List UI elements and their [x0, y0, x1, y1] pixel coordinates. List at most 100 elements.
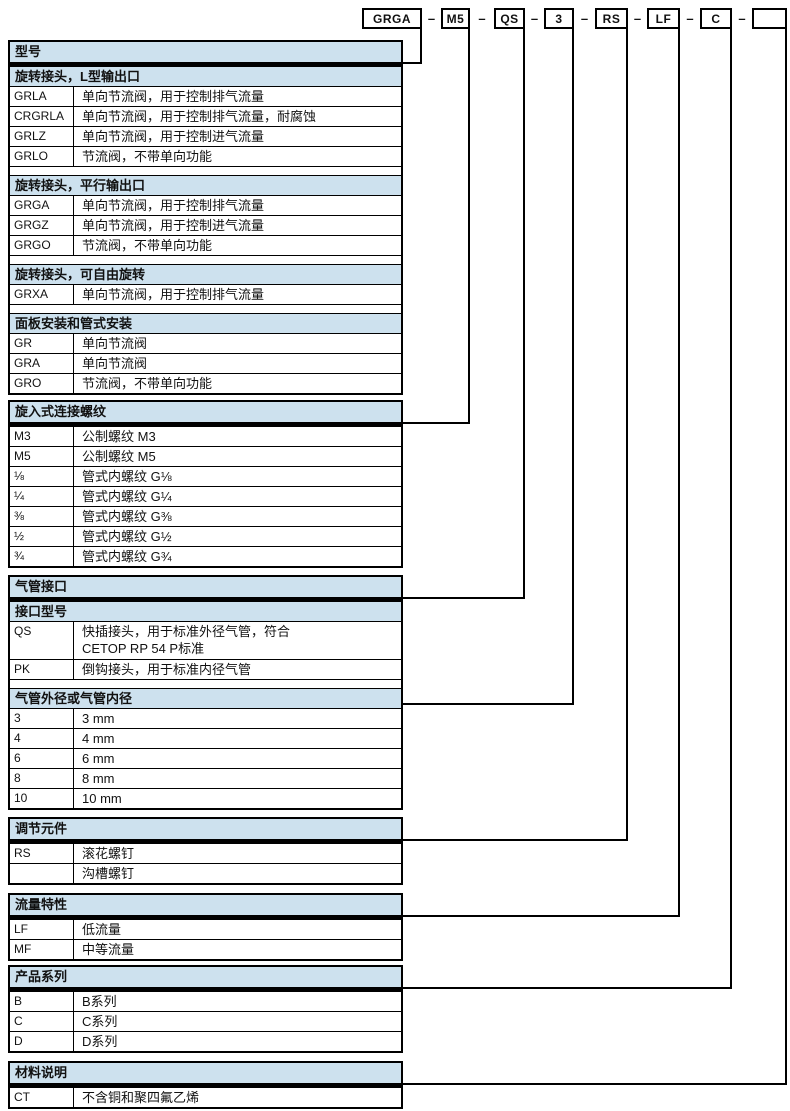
description-cell: 倒钩接头，用于标准内径气管: [82, 662, 252, 677]
section-header-bar: [10, 597, 401, 601]
code-cell: 4: [10, 729, 74, 748]
description-cell: 单向节流阀，用于控制排气流量: [82, 198, 265, 213]
description-cell: 单向节流阀，用于控制排气流量，耐腐蚀: [82, 109, 317, 124]
description-cell: 不含铜和聚四氟乙烯: [82, 1090, 200, 1105]
group-gap: [10, 166, 401, 175]
table-row: 沟槽螺钉: [10, 863, 401, 883]
group-gap: [10, 255, 401, 264]
code-separator-dash: –: [427, 11, 436, 26]
description-cell: 低流量: [82, 922, 122, 937]
connector-line-0: [403, 28, 422, 64]
description-cell: 管式内螺纹 G¾: [82, 549, 172, 564]
group-subtitle: 旋转接头，平行输出口: [10, 175, 401, 195]
code-cell: ¾: [10, 547, 74, 566]
description-cell: 沟槽螺钉: [82, 866, 135, 881]
description-cell: C系列: [82, 1014, 118, 1029]
table-row: 3 3 mm: [10, 708, 401, 728]
code-cell: M3: [10, 427, 74, 446]
description-cell: 快插接头，用于标准外径气管，符合 CETOP RP 54 P标准: [82, 624, 291, 656]
code-separator-dash: –: [580, 11, 589, 26]
code-cell: RS: [10, 844, 74, 863]
table-row: ¾ 管式内螺纹 G¾: [10, 546, 401, 566]
section-title: 调节元件: [10, 819, 401, 839]
code-cell: MF: [10, 940, 74, 959]
connector-line-7: [403, 28, 787, 1085]
description-cell: 节流阀，不带单向功能: [82, 238, 213, 253]
description-cell: 公制螺纹 M5: [82, 449, 156, 464]
description-cell: 10 mm: [82, 791, 122, 806]
section-header-bar: [10, 1083, 401, 1087]
code-cell: GRLO: [10, 147, 74, 166]
description-cell: 管式内螺纹 G⅛: [82, 469, 172, 484]
code-cell: ⅛: [10, 467, 74, 486]
group-subtitle: 旋转接头，可自由旋转: [10, 264, 401, 284]
group-subtitle: 旋转接头，L型输出口: [10, 66, 401, 86]
description-cell: 单向节流阀，用于控制进气流量: [82, 218, 265, 233]
table-row: 10 10 mm: [10, 788, 401, 808]
section-title: 产品系列: [10, 967, 401, 987]
connector-line-4: [403, 28, 628, 841]
description-cell: 管式内螺纹 G¼: [82, 489, 172, 504]
description-cell: 公制螺纹 M3: [82, 429, 156, 444]
code-cell: CT: [10, 1088, 74, 1107]
code-separator-dash: –: [633, 11, 642, 26]
code-box-RS: RS: [595, 8, 628, 29]
code-cell: GRO: [10, 374, 74, 393]
code-separator-dash: –: [478, 11, 486, 26]
code-separator-dash: –: [686, 11, 694, 26]
group-subtitle: 面板安装和管式安装: [10, 313, 401, 333]
code-cell: ¼: [10, 487, 74, 506]
table-row: ¼ 管式内螺纹 G¼: [10, 486, 401, 506]
code-box-C: C: [700, 8, 732, 29]
table-row: B B系列: [10, 991, 401, 1011]
description-cell: 单向节流阀，用于控制进气流量: [82, 129, 265, 144]
description-cell: 单向节流阀: [82, 356, 148, 371]
code-cell: 10: [10, 789, 74, 808]
code-cell: B: [10, 992, 74, 1011]
code-cell: QS: [10, 622, 74, 659]
description-cell: 3 mm: [82, 711, 115, 726]
code-cell: GR: [10, 334, 74, 353]
description-cell: 4 mm: [82, 731, 115, 746]
group-gap: [10, 304, 401, 313]
code-cell: CRGRLA: [10, 107, 74, 126]
code-separator-dash: –: [530, 11, 539, 26]
table-row: 4 4 mm: [10, 728, 401, 748]
description-cell: 单向节流阀，用于控制排气流量: [82, 89, 265, 104]
connector-line-1: [403, 28, 470, 424]
code-box-LF: LF: [647, 8, 680, 29]
group-subtitle: 气管外径或气管内径: [10, 688, 401, 708]
code-cell: C: [10, 1012, 74, 1031]
code-cell: D: [10, 1032, 74, 1051]
description-cell: 管式内螺纹 G⅜: [82, 509, 172, 524]
description-cell: 8 mm: [82, 771, 115, 786]
connector-line-2: [403, 28, 525, 599]
code-cell: 3: [10, 709, 74, 728]
code-cell: GRLZ: [10, 127, 74, 146]
description-cell: B系列: [82, 994, 117, 1009]
description-cell: 管式内螺纹 G½: [82, 529, 172, 544]
section-header-bar: [10, 987, 401, 991]
